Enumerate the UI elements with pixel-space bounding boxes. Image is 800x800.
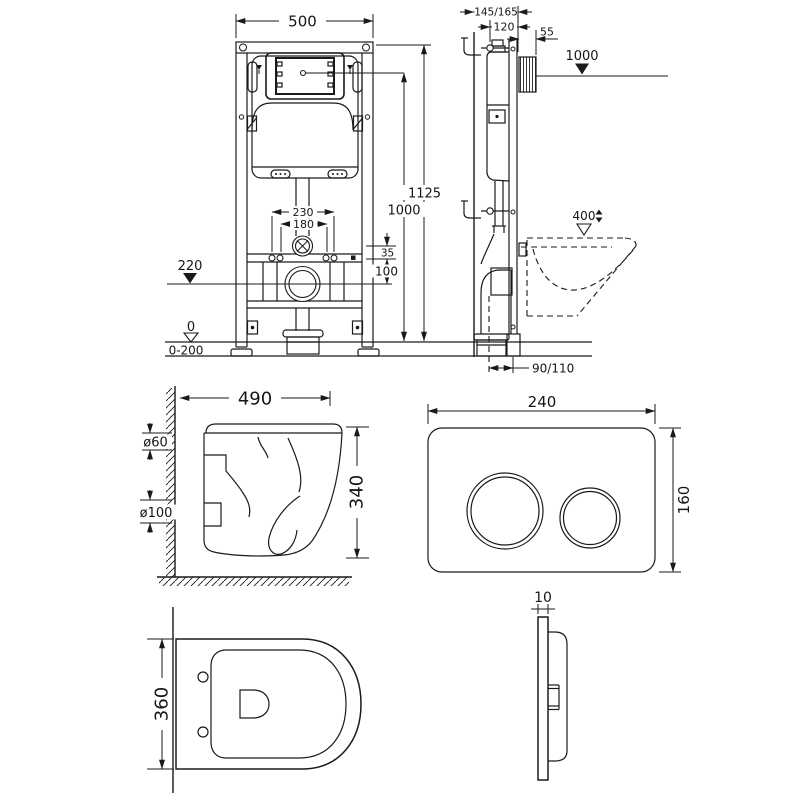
bowl-top-view: 360 [147,607,362,793]
frame-side-dimensions: 145/165 120 55 1000 400 90/110 [460,5,668,376]
dim-outlet-distance: 90/110 [532,362,574,376]
dim-inlet-diameter: ø60 [143,436,168,451]
bowl-side-dimensions: 490 340 ø60 ø100 [135,389,369,559]
dim-plate-height: 160 [675,486,693,515]
dim-frame-depth: 145/165 [474,7,518,19]
dim-bowl-rim-height: 400 [573,209,596,223]
bowl-profile-dashed [521,237,637,317]
dim-bowl-height: 340 [347,475,368,509]
dim-outlet-drop: 100 [375,265,398,279]
frame-front-view [230,41,380,357]
dim-bowl-depth: 490 [238,389,272,410]
dim-bowl-width: 360 [152,687,173,721]
dim-bolt-inner: 180 [293,218,314,231]
dim-side-flush-height: 1000 [565,49,598,64]
frame-side-view [461,32,637,372]
dim-plate-thickness: 10 [534,590,552,606]
dim-outlet-diameter: ø100 [140,506,173,521]
flush-plate-side-view: 10 [531,590,568,781]
dim-bolt-outer: 230 [293,206,314,219]
dim-cistern-depth: 120 [494,21,515,34]
dim-plate-width: 240 [528,393,557,411]
dim-outlet-level: 220 [178,259,203,274]
dim-housing-depth: 55 [540,26,554,39]
dim-floor-zero: 0 [187,320,195,335]
dim-floor-range: 0-200 [169,344,204,358]
bowl-side-view [157,386,352,586]
floor-lines [165,341,592,357]
frame-front-dimensions: 500 1125 1000 230 180 35 100 220 0 0-200 [167,13,447,358]
flush-plate-front-view: 240 160 [427,393,693,573]
dim-flush-height: 1000 [387,204,420,219]
dim-rail-gap: 35 [381,248,394,260]
dim-frame-height: 1125 [408,187,441,202]
dim-frame-width: 500 [288,13,317,31]
